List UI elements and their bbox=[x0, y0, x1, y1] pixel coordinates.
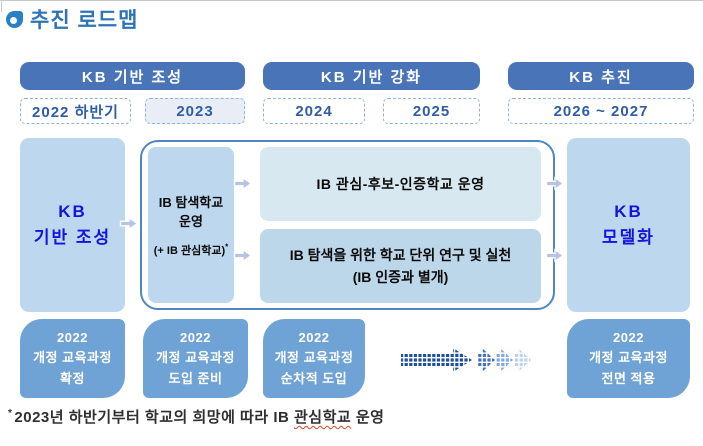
page-top-border bbox=[0, 0, 703, 1]
phase-bar-foundation: KB 기반 조성 bbox=[20, 62, 245, 90]
footnote-marker: * bbox=[8, 408, 13, 419]
curriculum-box-prepare: 2022 개정 교육과정 도입 준비 bbox=[143, 319, 248, 398]
fading-dotted-arrow-icon bbox=[400, 340, 535, 385]
year-pill-2025: 2025 bbox=[383, 98, 480, 124]
year-pill-2024: 2024 bbox=[263, 98, 365, 124]
ib-research-line2: (IB 인증과 별개) bbox=[352, 269, 449, 285]
page-title: 추진 로드맵 bbox=[30, 9, 139, 32]
curriculum-box-full-apply: 2022 개정 교육과정 전면 적용 bbox=[567, 319, 690, 398]
kb-model-line1: KB bbox=[614, 201, 643, 221]
ib-explore-school-box: IB 탐색학교 운영 (+ IB 관심학교)* bbox=[148, 147, 234, 303]
flow-arrow-icon bbox=[233, 248, 253, 263]
year-pill-2023: 2023 bbox=[145, 98, 245, 124]
flow-arrow-icon bbox=[545, 176, 565, 191]
footnote-underlined-word: 관심학교 bbox=[293, 409, 352, 426]
ib-operate-box: IB 관심-후보-인증학교 운영 bbox=[260, 147, 541, 221]
ib-research-line1: IB 탐색을 위한 학교 단위 연구 및 실천 bbox=[289, 246, 512, 263]
flow-arrow-icon bbox=[119, 216, 139, 231]
kb-foundation-line1: KB bbox=[58, 201, 87, 221]
kb-model-line2: 모델화 bbox=[602, 228, 655, 247]
ib-explore-note: (+ IB 관심학교)* bbox=[153, 241, 229, 257]
ib-explore-line2: 운영 bbox=[179, 214, 203, 229]
circle-bullet-icon bbox=[6, 11, 23, 28]
footnote: *2023년 하반기부터 학교의 희망에 따라 IB 관심학교 운영 bbox=[8, 406, 384, 427]
footnote-text: 2023년 하반기부터 학교의 희망에 따라 IB bbox=[14, 409, 294, 426]
year-pill-2022h2: 2022 하반기 bbox=[20, 98, 131, 124]
phase-bar-promote: KB 추진 bbox=[508, 62, 694, 90]
kb-foundation-box: KB 기반 조성 bbox=[20, 138, 125, 312]
curriculum-box-sequential: 2022 개정 교육과정 순차적 도입 bbox=[263, 319, 365, 398]
flow-arrow-icon bbox=[233, 176, 253, 191]
kb-model-box: KB 모델화 bbox=[567, 138, 690, 312]
year-pill-2026-2027: 2026 ~ 2027 bbox=[508, 98, 694, 124]
ib-explore-line1: IB 탐색학교 bbox=[158, 194, 224, 210]
curriculum-box-confirm: 2022 개정 교육과정 확정 bbox=[20, 319, 125, 398]
footnote-text-after: 운영 bbox=[351, 409, 385, 426]
page-left-border bbox=[1, 0, 2, 12]
phase-bar-strengthen: KB 기반 강화 bbox=[263, 62, 480, 90]
ib-research-box: IB 탐색을 위한 학교 단위 연구 및 실천 (IB 인증과 별개) bbox=[260, 229, 541, 303]
kb-foundation-line2: 기반 조성 bbox=[33, 228, 112, 247]
footnote-marker: * bbox=[225, 241, 229, 251]
flow-arrow-icon bbox=[545, 248, 565, 263]
